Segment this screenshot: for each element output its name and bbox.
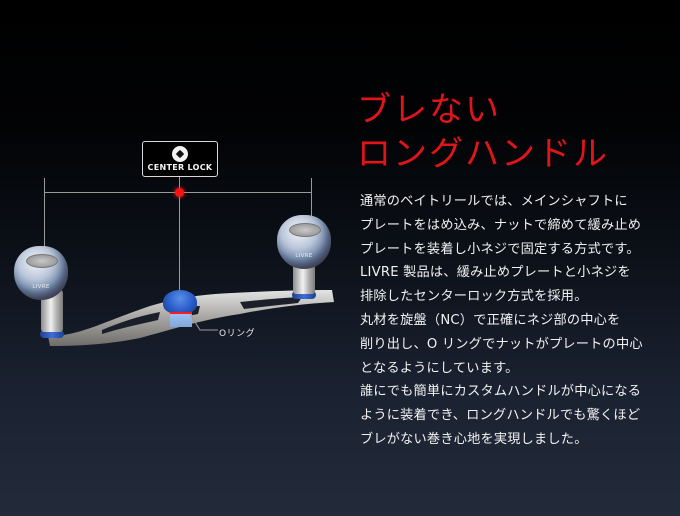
description-line: ブレがない巻き心地を実現しました。	[360, 431, 588, 447]
left-knob: LIVRE	[14, 246, 68, 300]
hub-base	[170, 313, 192, 327]
left-knob-cap	[26, 254, 58, 268]
center-point-marker	[175, 188, 184, 197]
description-line: ように装着でき、ロングハンドルでも驚くほど	[360, 408, 641, 424]
o-ring-leader-line	[190, 314, 218, 331]
o-ring-marker	[170, 312, 192, 314]
center-lock-label: CENTER LOCK	[147, 163, 213, 172]
description-line: LIVRE 製品は、緩み止めプレートと小ネジを	[360, 265, 631, 281]
left-knob-stem	[41, 290, 63, 332]
description-line: 丸材を旋盤（NC）で正確にネジ部の中心を	[360, 312, 621, 328]
left-knob-collar	[40, 330, 64, 338]
right-knob-cap	[289, 223, 321, 237]
description-line: 通常のベイトリールでは、メインシャフトに	[360, 194, 628, 209]
left-tick-line	[44, 178, 45, 248]
right-tick-line	[311, 178, 312, 218]
description-line: プレートを装着し小ネジで固定する方式です。	[360, 241, 640, 257]
center-lock-nut	[163, 290, 197, 314]
description-line: 削り出し、O リングでナットがプレートの中心	[360, 336, 643, 352]
left-knob-brand: LIVRE	[32, 284, 50, 290]
description-line: となるようにしています。	[360, 360, 519, 376]
center-lock-badge: CENTER LOCK	[142, 141, 218, 177]
right-knob-collar	[292, 291, 316, 299]
headline: ブレない ロングハンドル	[357, 88, 609, 176]
description-line: 排除したセンターロック方式を採用。	[360, 289, 588, 305]
description-line: 誰にでも簡単にカスタムハンドルが中心になる	[360, 384, 642, 400]
description-line: プレートをはめ込み、ナットで締めて緩み止め	[360, 217, 642, 233]
o-ring-label: Oリング	[219, 329, 256, 339]
right-knob-brand: LIVRE	[295, 253, 313, 259]
description-text: 通常のベイトリールでは、メインシャフトに プレートをはめ込み、ナットで締めて緩み…	[360, 190, 680, 452]
headline-line-2: ロングハンドル	[357, 134, 609, 174]
right-knob: LIVRE	[277, 215, 331, 269]
headline-line-1: ブレない	[357, 90, 501, 130]
center-axis-line	[179, 192, 180, 292]
badge-drop-line	[179, 177, 180, 188]
gear-icon	[172, 146, 188, 162]
